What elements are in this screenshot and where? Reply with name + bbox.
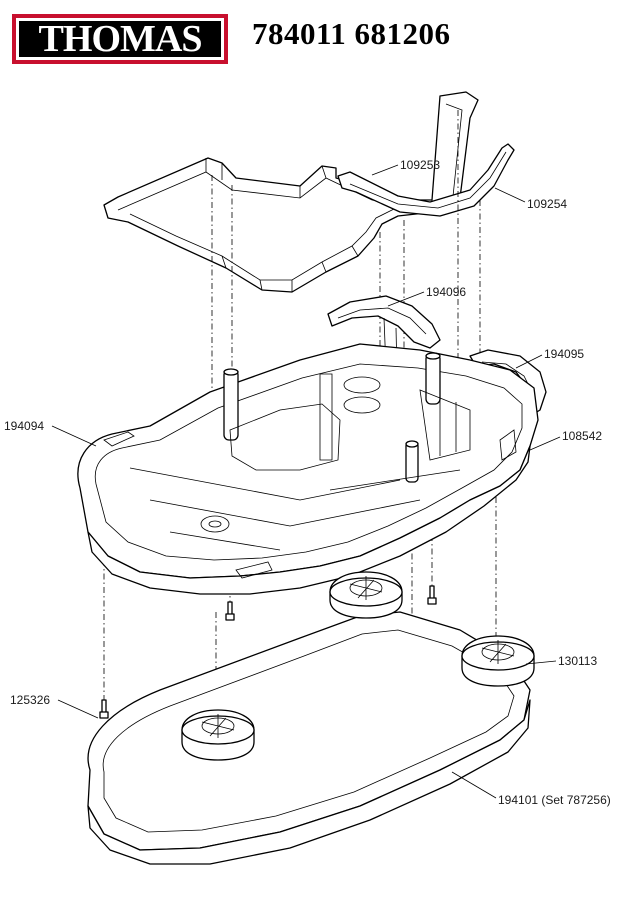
model-numbers: 784011 681206 xyxy=(252,16,451,51)
gasket-109254-drawing xyxy=(337,143,515,217)
label-108542: 108542 xyxy=(562,429,602,443)
label-109253: 109253 xyxy=(400,158,440,172)
gasket-109253-drawing xyxy=(103,91,479,293)
wheels-130113-drawing xyxy=(181,571,535,761)
housing-194094-drawing xyxy=(77,343,539,595)
wheel-right xyxy=(461,635,535,687)
part-labels: 109253 109254 194096 194095 194094 10854… xyxy=(4,158,611,807)
label-194101: 194101 (Set 787256) xyxy=(498,793,611,807)
leader-lines xyxy=(51,164,561,799)
label-109254: 109254 xyxy=(527,197,567,211)
wheel-front xyxy=(181,709,255,761)
label-130113: 130113 xyxy=(558,654,597,668)
label-194094: 194094 xyxy=(4,419,44,433)
brand-logo-background: THOMAS xyxy=(19,18,221,60)
label-125326: 125326 xyxy=(10,693,50,707)
label-194095: 194095 xyxy=(544,347,584,361)
base-plate-194101-drawing xyxy=(87,611,531,865)
label-194096: 194096 xyxy=(426,285,466,299)
wheel-rear xyxy=(329,571,403,619)
brand-logo-text: THOMAS xyxy=(38,18,203,60)
brand-logo: THOMAS xyxy=(12,14,228,64)
